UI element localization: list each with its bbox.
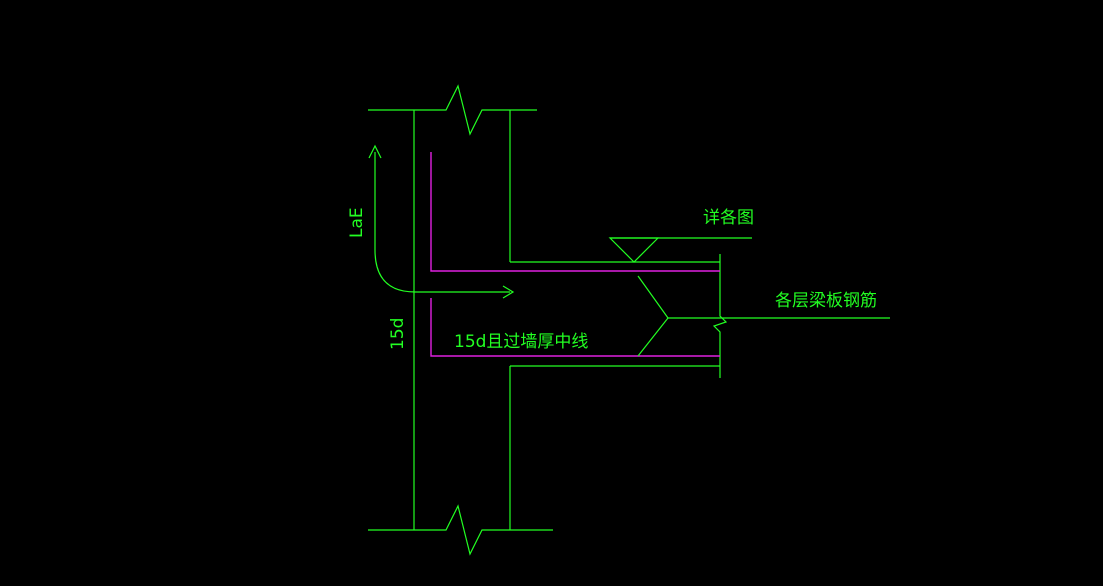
rebar-leader-branch-bottom xyxy=(637,317,669,357)
wall-anchorage-bar xyxy=(374,152,510,293)
slab-end-break xyxy=(712,254,728,378)
rebar-leader xyxy=(637,275,890,357)
anchorage-lae-label: LaE xyxy=(347,207,367,238)
break-line-top xyxy=(368,84,537,136)
detail-ref-triangle xyxy=(608,237,660,263)
anchorage-arrow-end xyxy=(502,285,515,299)
anchorage-arrow-top xyxy=(368,144,382,159)
break-line-bottom xyxy=(368,504,553,556)
wall-outline xyxy=(413,110,511,530)
slab-outline xyxy=(510,254,728,378)
top-slab-rebar xyxy=(430,152,720,272)
bottom-slab-rebar xyxy=(430,298,720,357)
rebar-leader-branch-top xyxy=(637,275,669,319)
floor-beam-slab-rebar-label: 各层梁板钢筋 xyxy=(775,291,877,311)
bend-15d-label: 15d xyxy=(388,318,408,350)
detail-ref-label: 详各图 xyxy=(703,208,754,228)
bend-15d-past-wall-center-label: 15d且过墙厚中线 xyxy=(454,332,588,352)
detail-ref-symbol xyxy=(608,237,752,263)
